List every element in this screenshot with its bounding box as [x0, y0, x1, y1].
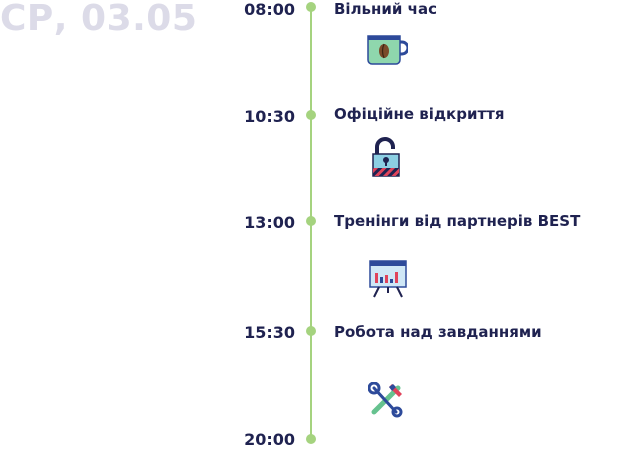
timeline-dot	[306, 2, 316, 12]
event-time: 15:30	[244, 323, 295, 342]
day-heading: СР, 03.05	[0, 0, 198, 39]
event-time: 13:00	[244, 213, 295, 232]
tools-icon	[367, 381, 404, 423]
event-title: Робота над завданнями	[334, 323, 542, 341]
event-title: Тренінги від партнерів BEST	[334, 212, 581, 230]
timeline-dot	[306, 326, 316, 336]
open-padlock-icon	[371, 137, 401, 184]
presentation-board-icon	[369, 259, 407, 304]
event-time: 10:30	[244, 107, 295, 126]
timeline-dot	[306, 216, 316, 226]
event-title: Вільний час	[334, 0, 437, 18]
coffee-cup-icon	[366, 34, 410, 71]
event-time: 08:00	[244, 0, 295, 19]
event-time: 20:00	[244, 430, 295, 449]
timeline-dot	[306, 434, 316, 444]
timeline-dot	[306, 110, 316, 120]
event-title: Офіційне відкриття	[334, 105, 505, 123]
